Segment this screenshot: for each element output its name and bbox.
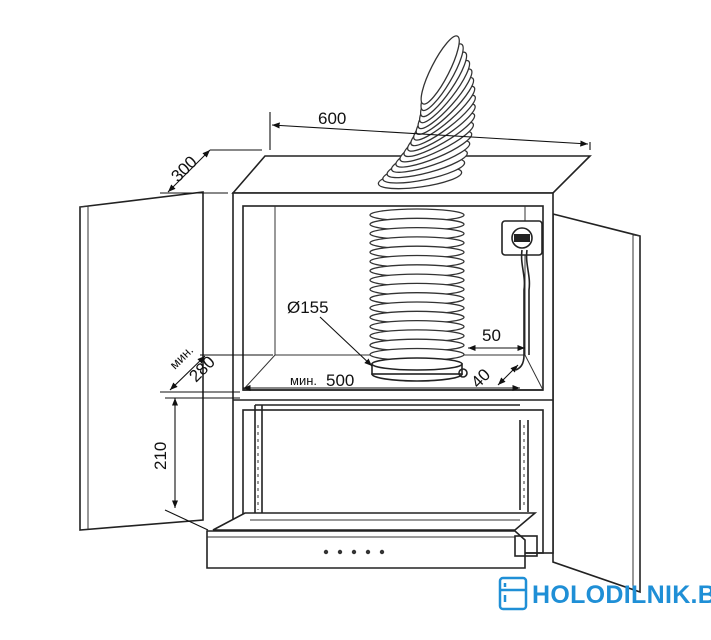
control-button: [337, 549, 343, 555]
hood-front-panel: [206, 530, 538, 569]
width-label: 600: [318, 109, 346, 128]
depth-label: 300: [167, 152, 200, 185]
dimension-socket-offset: 50: [468, 326, 525, 352]
power-socket: [501, 220, 543, 371]
dimension-pipe-diameter: Ø155: [287, 298, 373, 367]
brand-watermark: HOLODILNIK.BY: [498, 576, 711, 611]
duct-rib: [420, 35, 460, 105]
right-cabinet-door: [552, 212, 641, 594]
dimension-min-width: мин. 500: [243, 371, 520, 392]
min-width-prefix: мин.: [290, 373, 317, 388]
control-buttons: [323, 549, 385, 555]
flexible-duct-lower: [369, 208, 465, 362]
control-button: [323, 549, 329, 555]
dimension-width: 600: [269, 109, 591, 150]
pipe-diameter-label: Ø155: [287, 298, 329, 317]
min-width-label: 500: [326, 371, 354, 390]
socket-offset-label: 50: [482, 326, 501, 345]
control-button: [379, 549, 385, 555]
control-button: [365, 549, 371, 555]
duct-flange: [371, 357, 468, 382]
control-button: [351, 549, 357, 555]
hood-housing: [212, 404, 538, 531]
fridge-icon: [498, 576, 528, 611]
height-label: 210: [151, 442, 170, 470]
brand-text: HOLODILNIK.BY: [532, 581, 711, 609]
dimension-height: 210: [151, 397, 240, 531]
